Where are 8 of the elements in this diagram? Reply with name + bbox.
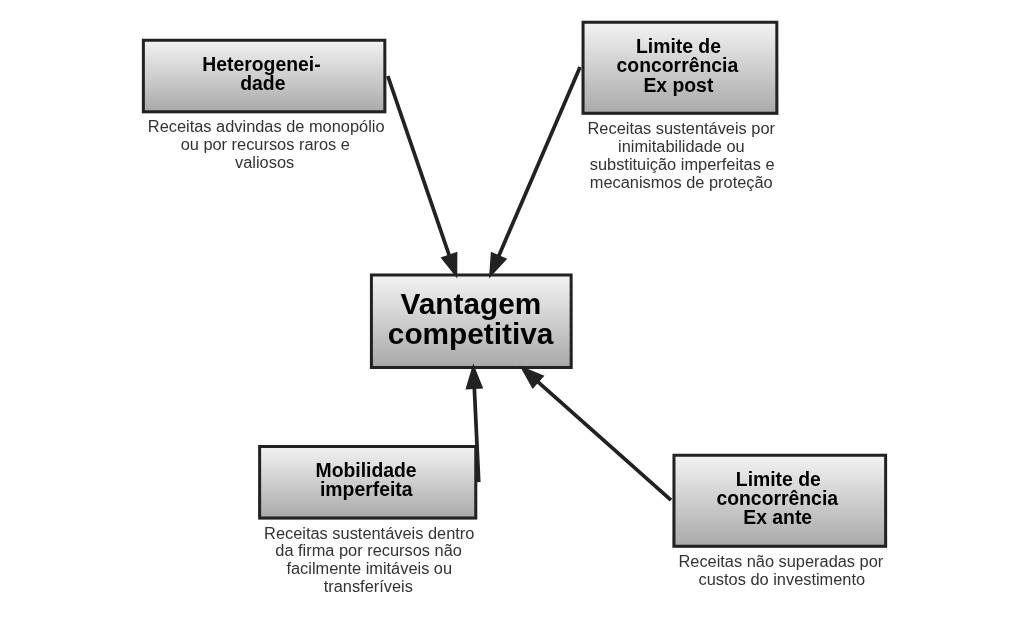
node-label: Receitas não superadas por custos do investimento — [678, 551, 884, 588]
arrow — [465, 363, 484, 483]
node-label: Receitas sustentáveis por inimitabilidade ou substituição imperfeitas e mecanismos de proteção — [587, 118, 776, 191]
node-label: Receitas advindas de monopólio ou por recursos raros e valiosos — [147, 117, 385, 172]
arrow — [489, 66, 582, 279]
node-label: Receitas sustentáveis dentro da firma por recursos não facilmente imitáveis ou transferíveis — [264, 523, 475, 596]
arrow — [519, 365, 673, 502]
arrow — [386, 75, 458, 279]
